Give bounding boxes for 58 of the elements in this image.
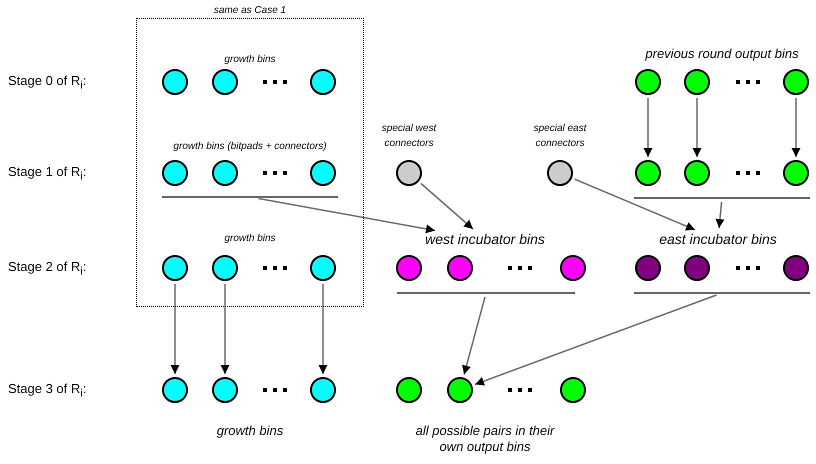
bin-circle: [212, 377, 238, 403]
bin-circle: [212, 255, 238, 281]
arrow: [474, 294, 717, 386]
bin-circle: [783, 160, 809, 186]
bin-circle: [212, 160, 238, 186]
stage-label: Stage 1 of R$_{i}$:: [8, 164, 86, 185]
group-heading: east incubator bins: [638, 231, 798, 248]
stage-label: Stage 0 of R$_{i}$:: [8, 73, 86, 94]
group-title: same as Case 1: [212, 5, 288, 16]
bin-circle: [635, 69, 661, 95]
bin-circle: [310, 160, 336, 186]
underline-bar: [162, 196, 338, 198]
bin-circle: [162, 255, 188, 281]
arrow: [220, 284, 230, 374]
bin-circle: [635, 255, 661, 281]
arrow: [170, 284, 180, 374]
bin-circle: [212, 69, 238, 95]
bin-circle: [560, 377, 586, 403]
bin-circle: [396, 255, 422, 281]
bin-circle: [684, 160, 710, 186]
bin-circle: [684, 69, 710, 95]
arrow: [792, 98, 800, 157]
bin-circle: [396, 377, 422, 403]
group-caption: growth bins: [216, 423, 284, 439]
arrow: [692, 98, 702, 157]
bin-circle: [162, 69, 188, 95]
group-heading: west incubator bins: [405, 231, 565, 248]
connector-caption: special east connectors: [532, 122, 588, 151]
bin-circle: [560, 255, 586, 281]
bin-circle: [162, 377, 188, 403]
arrow: [574, 178, 696, 230]
arrow: [462, 296, 486, 375]
group-caption: growth bins: [223, 232, 277, 245]
arrow: [420, 182, 474, 230]
arrow: [644, 98, 652, 157]
arrow: [318, 284, 328, 374]
group-caption: previous round output bins: [644, 46, 800, 62]
group-caption: growth bins (bitpads + connectors): [172, 140, 328, 153]
arrow: [258, 198, 436, 234]
stage-label: Stage 3 of R$_{i}$:: [8, 381, 86, 402]
bin-circle: [162, 160, 188, 186]
bin-circle: [635, 160, 661, 186]
underline-bar: [397, 292, 575, 294]
connector-caption: special west connectors: [380, 122, 438, 151]
bin-circle: [783, 255, 809, 281]
bin-circle: [684, 255, 710, 281]
group-caption: growth bins: [223, 53, 277, 66]
underline-bar: [634, 197, 810, 199]
underline-bar: [634, 292, 810, 294]
bin-circle: [310, 377, 336, 403]
group-caption: all possible pairs in their own output bins: [414, 423, 556, 455]
stage-label: Stage 2 of R$_{i}$:: [8, 259, 86, 280]
bin-circle: [447, 255, 473, 281]
bin-circle: [310, 69, 336, 95]
bin-circle: [310, 255, 336, 281]
bin-circle: [447, 377, 473, 403]
arrow: [715, 202, 724, 228]
bin-circle: [783, 69, 809, 95]
